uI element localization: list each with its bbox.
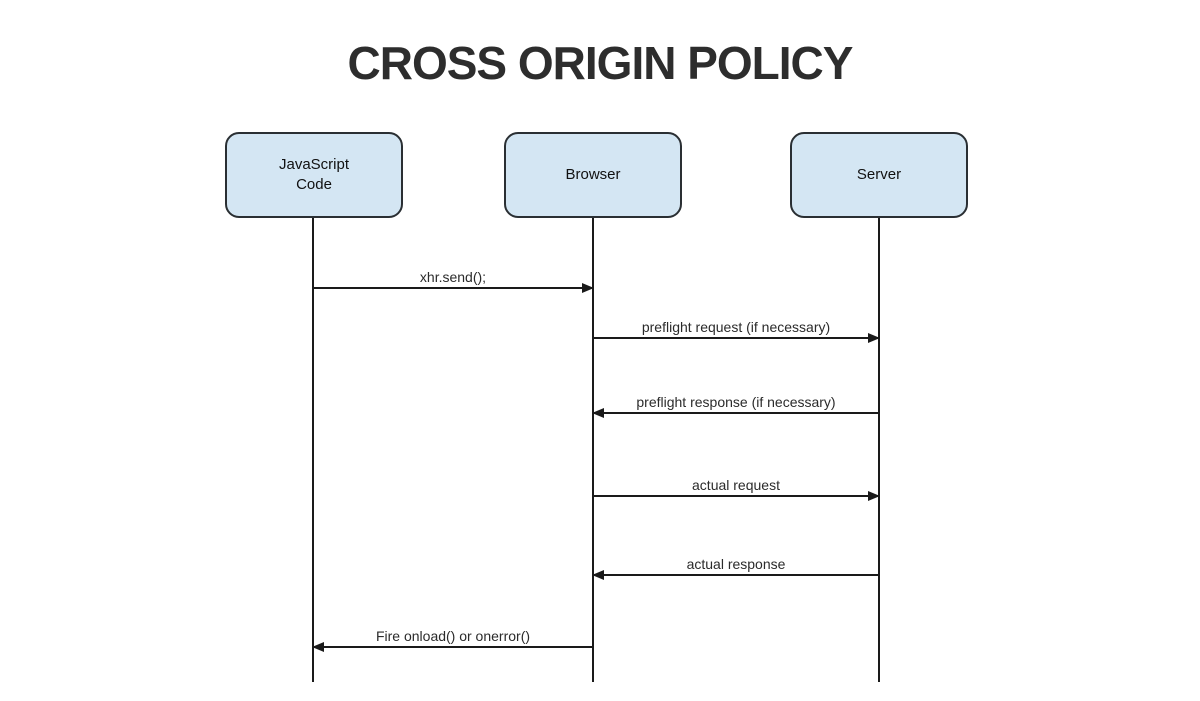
page-title: CROSS ORIGIN POLICY [347,37,854,89]
arrowhead-left-icon [592,570,604,580]
actor-label-server: Server [856,165,902,183]
message-preflight-request: preflight request (if necessary) [593,313,880,343]
arrowhead-right-icon [868,491,880,501]
actor-box-javascript-code: JavaScript Code [225,132,403,218]
message-label: xhr.send(); [419,269,487,285]
message-label: actual response [686,556,786,572]
message-xhr-send: xhr.send(); [313,263,594,293]
message-fire-onload-onerror: Fire onload() or onerror() [312,622,593,652]
arrow-line [313,646,593,648]
message-label: actual request [692,477,780,493]
message-label: Fire onload() or onerror() [375,628,531,644]
arrow-line [593,412,879,414]
arrow-line [593,495,879,497]
arrowhead-right-icon [582,283,594,293]
arrowhead-right-icon [868,333,880,343]
actor-label-javascript-code: JavaScript Code [278,155,350,193]
lifeline-javascript-code [312,218,314,682]
message-actual-response: actual response [592,550,879,580]
actor-box-server: Server [790,132,968,218]
arrowhead-left-icon [312,642,324,652]
message-label: preflight request (if necessary) [641,319,831,335]
arrow-line [313,287,593,289]
message-actual-request: actual request [593,471,880,501]
arrow-line [593,574,879,576]
arrowhead-left-icon [592,408,604,418]
message-preflight-response: preflight response (if necessary) [592,388,879,418]
lifeline-server [878,218,880,682]
arrow-line [593,337,879,339]
actor-box-browser: Browser [504,132,682,218]
lifeline-browser [592,218,594,682]
actor-label-browser: Browser [565,165,621,183]
message-label: preflight response (if necessary) [636,394,836,410]
